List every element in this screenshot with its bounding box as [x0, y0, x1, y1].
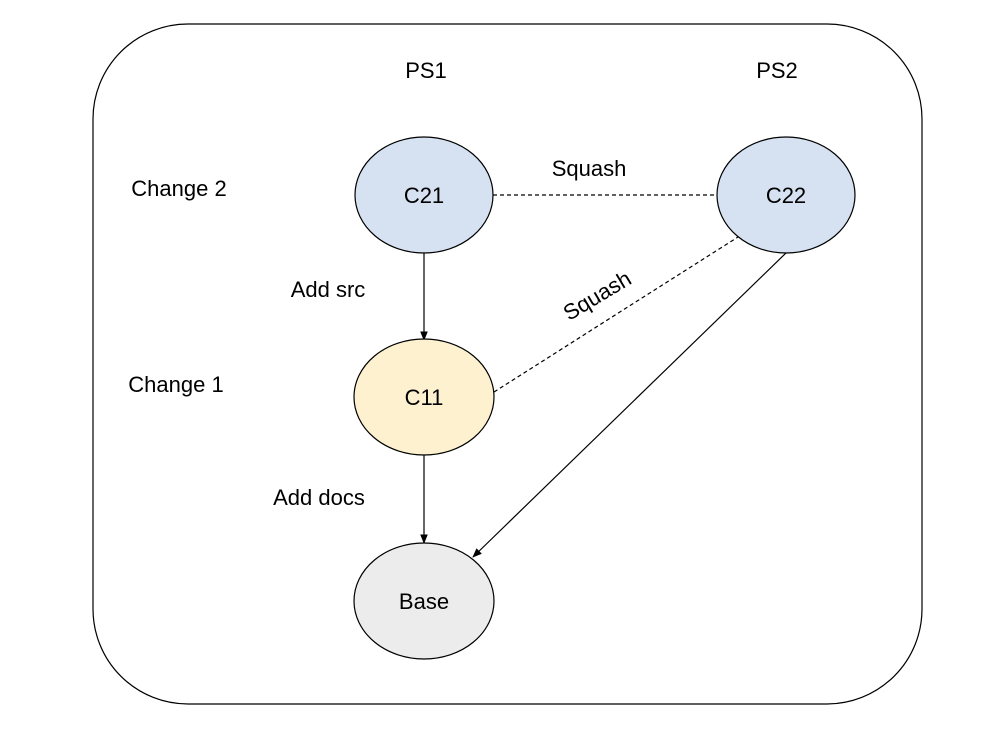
- node-c11-label: C11: [405, 385, 444, 410]
- diagram-frame: [92, 23, 923, 705]
- row-label-change-1: Change 1: [128, 372, 223, 397]
- edge-label-add-docs: Add docs: [273, 485, 365, 510]
- edge-label-add-src: Add src: [291, 277, 366, 302]
- column-header-ps1: PS1: [405, 58, 447, 83]
- row-label-change-2: Change 2: [131, 176, 226, 201]
- squash-link-c11-c22: [493, 236, 739, 393]
- node-c11: C11: [353, 338, 495, 456]
- edge-c22-to-base: [472, 251, 788, 558]
- node-c22: C22: [716, 136, 856, 254]
- node-base-shape: [353, 542, 495, 660]
- node-c21-label: C21: [404, 183, 444, 208]
- node-base: Base: [353, 542, 495, 660]
- node-c21: C21: [354, 136, 494, 254]
- node-c11-shape: [353, 338, 495, 456]
- node-c22-label: C22: [766, 183, 806, 208]
- column-header-ps2: PS2: [756, 58, 798, 83]
- node-c22-shape: [716, 136, 856, 254]
- node-c21-shape: [354, 136, 494, 254]
- node-base-label: Base: [399, 589, 449, 614]
- edge-label-squash-top: Squash: [552, 156, 627, 181]
